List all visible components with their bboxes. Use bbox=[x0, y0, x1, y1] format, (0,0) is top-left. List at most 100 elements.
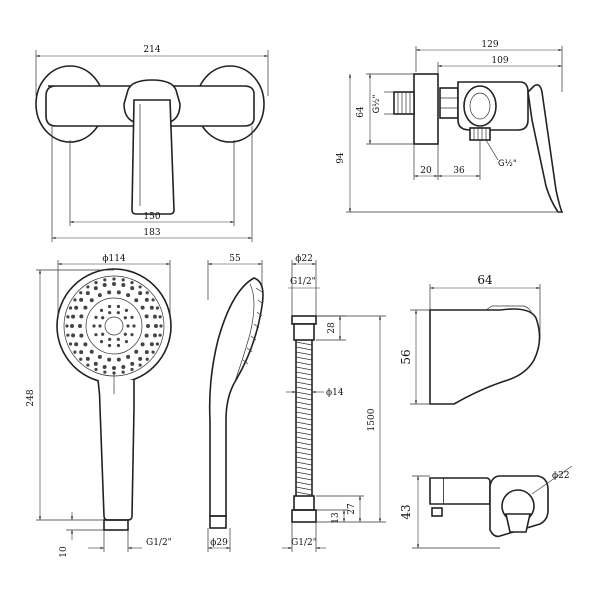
nozzle bbox=[112, 366, 116, 370]
hose-coil-line bbox=[295, 381, 313, 386]
nozzle bbox=[121, 278, 125, 282]
hose-bottom-thread: G1/2" bbox=[291, 538, 317, 548]
nozzle bbox=[116, 357, 121, 362]
nozzle bbox=[79, 297, 84, 302]
nozzle bbox=[158, 315, 162, 319]
nozzle bbox=[101, 316, 105, 320]
dim-side-depth: 129 bbox=[481, 40, 498, 50]
hose-coil-line bbox=[295, 481, 313, 486]
nozzle bbox=[73, 298, 77, 302]
nozzle-pattern bbox=[65, 277, 163, 375]
hose-top-thread: G1/2" bbox=[290, 277, 316, 287]
nozzle bbox=[132, 324, 136, 328]
nozzle bbox=[94, 367, 98, 372]
dim-offset-b: 36 bbox=[453, 166, 465, 176]
nozzle bbox=[138, 356, 143, 361]
mixer-side-view: 129 109 64 G½" bbox=[336, 40, 564, 213]
hose-coil-line bbox=[295, 406, 313, 411]
nozzle bbox=[138, 363, 142, 367]
nozzle bbox=[85, 291, 90, 296]
nozzle bbox=[130, 367, 134, 372]
nozzle bbox=[138, 285, 142, 289]
dim-mixer-width: 214 bbox=[143, 45, 160, 55]
nozzle bbox=[121, 364, 126, 369]
hose-coil-line bbox=[295, 441, 313, 446]
nozzle bbox=[107, 290, 112, 295]
dim-hose-top-diameter: ϕ22 bbox=[295, 254, 313, 264]
nozzle bbox=[130, 361, 135, 366]
hose-coil-line bbox=[295, 446, 313, 451]
nozzle bbox=[124, 340, 129, 344]
dim-shower-length: 248 bbox=[26, 389, 36, 406]
nozzle bbox=[149, 305, 154, 310]
dim-holder-front-height: 43 bbox=[399, 504, 413, 519]
thread-label: G1/2" bbox=[146, 538, 172, 548]
nozzle bbox=[126, 293, 131, 298]
hose-coil-line bbox=[295, 416, 313, 421]
nozzle bbox=[92, 324, 96, 328]
nozzle bbox=[121, 370, 125, 374]
nozzle bbox=[71, 314, 76, 319]
hand-shower-side-view: 55 ϕ29 bbox=[207, 254, 264, 552]
dim-lever-length: 150 bbox=[143, 212, 160, 222]
nozzle bbox=[152, 333, 157, 338]
hose-coil-line bbox=[295, 486, 313, 491]
nozzle bbox=[146, 324, 150, 328]
nozzle bbox=[74, 305, 79, 310]
nozzle bbox=[145, 291, 149, 295]
nozzle bbox=[108, 337, 112, 341]
hose-coil-line bbox=[295, 411, 313, 416]
nozzle bbox=[68, 342, 73, 346]
hose-coil-line bbox=[295, 351, 313, 356]
hose-coil-line bbox=[295, 391, 313, 396]
dim-shower-depth: 55 bbox=[229, 254, 241, 264]
holder-front-view: ϕ22 43 bbox=[399, 465, 573, 549]
nozzle bbox=[158, 333, 162, 337]
nozzle bbox=[116, 337, 120, 341]
nozzle bbox=[159, 324, 163, 328]
hose-coil-line bbox=[295, 386, 313, 391]
nozzle bbox=[79, 357, 83, 361]
hose-coil-line bbox=[295, 491, 313, 496]
nozzle bbox=[116, 343, 121, 348]
nozzle bbox=[71, 333, 76, 338]
hose-coil-line bbox=[295, 361, 313, 366]
nozzle bbox=[108, 311, 112, 315]
hose-coil-line bbox=[295, 461, 313, 466]
nozzle bbox=[116, 290, 121, 295]
dim-hose-diameter: ϕ14 bbox=[326, 388, 344, 398]
nozzle bbox=[83, 342, 88, 347]
hose-coil-line bbox=[295, 371, 313, 376]
hose-coil-line bbox=[295, 431, 313, 436]
nozzle bbox=[85, 356, 90, 361]
hose-coil-line bbox=[295, 421, 313, 426]
nozzle bbox=[68, 306, 73, 310]
dim-hose-bottom-nut: 13 bbox=[331, 512, 341, 524]
nozzle bbox=[138, 291, 143, 296]
nozzle bbox=[149, 342, 154, 347]
nozzle bbox=[116, 311, 120, 315]
nozzle bbox=[112, 277, 116, 281]
nozzle bbox=[130, 333, 134, 337]
hand-shower-front-view: ϕ114 248 10 G1/2" bbox=[26, 254, 172, 558]
nozzle bbox=[94, 280, 98, 285]
hose-coil-line bbox=[295, 401, 313, 406]
hose-coil-line bbox=[295, 471, 313, 476]
hose-coil-line bbox=[295, 356, 313, 361]
hose-coil-line bbox=[295, 376, 313, 381]
nozzle bbox=[79, 291, 83, 295]
hose-coil-line bbox=[295, 476, 313, 481]
dim-nut-height: 10 bbox=[59, 546, 69, 558]
hose-coil-line bbox=[295, 451, 313, 456]
nozzle bbox=[144, 314, 149, 319]
hose-coil-line bbox=[295, 396, 313, 401]
nozzle bbox=[73, 350, 77, 354]
nozzle bbox=[107, 357, 112, 362]
nozzle bbox=[89, 349, 94, 354]
dim-head-diameter: ϕ114 bbox=[102, 254, 126, 264]
nozzle bbox=[144, 350, 149, 355]
nozzle bbox=[99, 308, 104, 312]
dim-side-body: 109 bbox=[491, 56, 508, 66]
nozzle bbox=[97, 354, 102, 359]
nozzle bbox=[140, 305, 145, 310]
